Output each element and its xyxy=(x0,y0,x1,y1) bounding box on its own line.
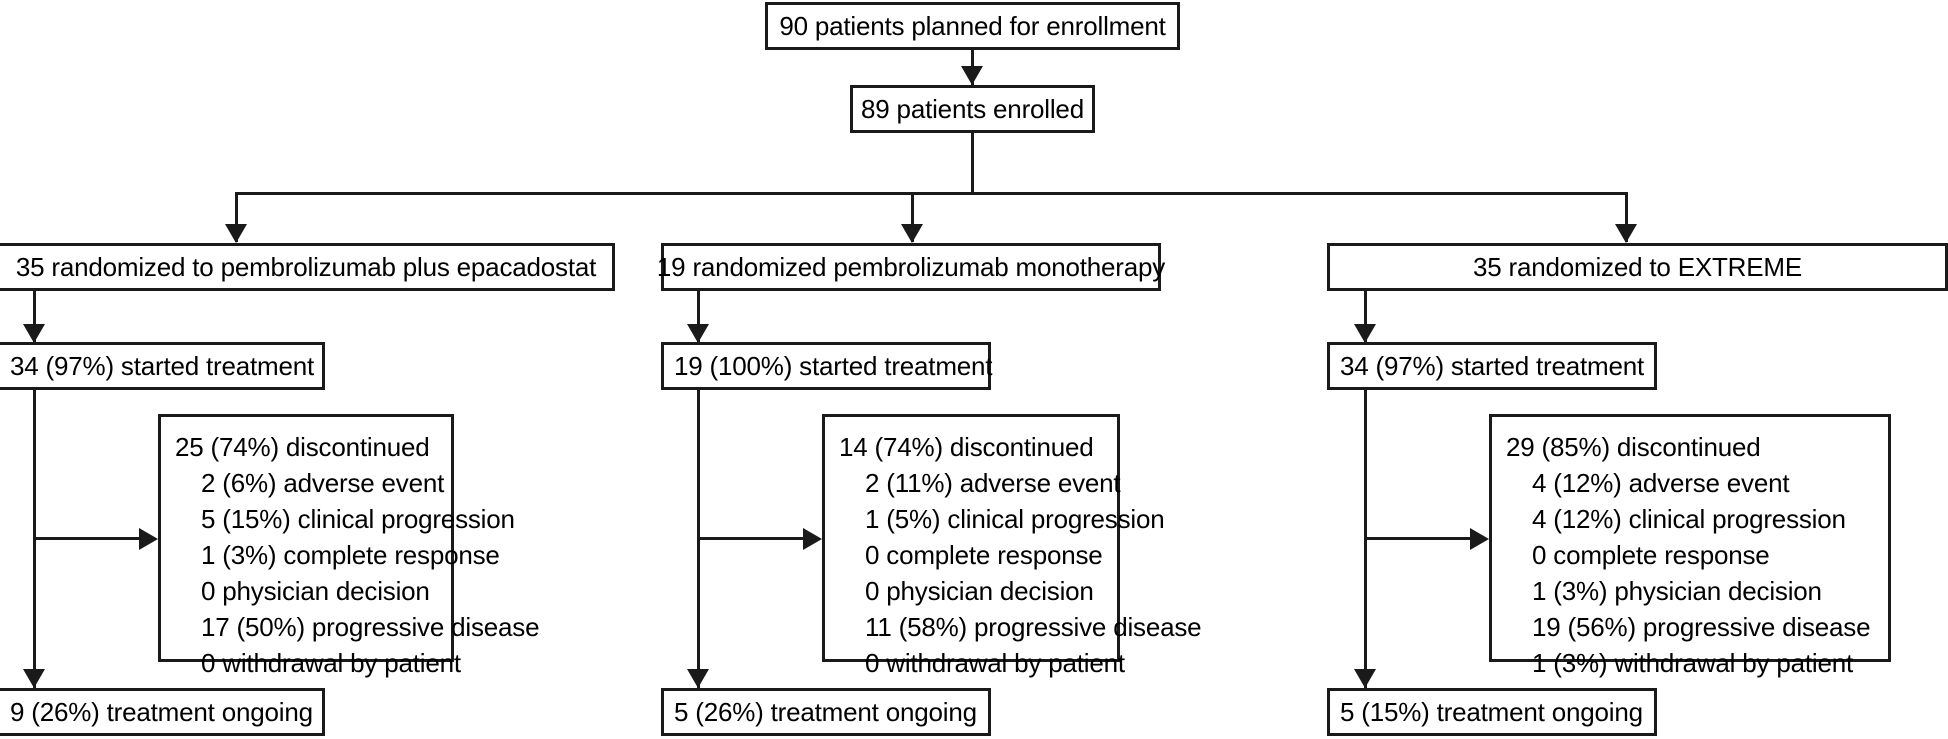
connector-arm1-started-stem xyxy=(33,390,36,690)
arm1-discontinued-header: 25 (74%) discontinued xyxy=(175,432,430,462)
box-arm3-treatment-ongoing: 5 (15%) treatment ongoing xyxy=(1327,688,1657,736)
arrowhead-arm3-to-ongoing xyxy=(1354,669,1376,688)
connector-arm3-randomized-to-started xyxy=(1364,291,1367,343)
arm2-reason-complete-response: 0 complete response xyxy=(865,540,1103,570)
connector-arm2-randomized-to-started xyxy=(697,291,700,343)
box-arm3-treatment-ongoing-label: 5 (15%) treatment ongoing xyxy=(1340,696,1643,727)
connector-arm3-to-discontinued xyxy=(1364,537,1471,540)
arrowhead-arm1-to-ongoing xyxy=(23,669,45,688)
box-arm2-randomized: 19 randomized pembrolizumab monotherapy xyxy=(657,243,1165,291)
arm2-reason-withdrawal-by-patient: 0 withdrawal by patient xyxy=(865,648,1125,678)
arm2-reason-progressive-disease: 11 (58%) progressive disease xyxy=(865,612,1202,642)
box-patients-enrolled-label: 89 patients enrolled xyxy=(861,93,1084,124)
connector-arm1-to-discontinued xyxy=(33,537,140,540)
arrowhead-arm2-to-discontinued xyxy=(803,528,822,550)
arm3-reason-progressive-disease: 19 (56%) progressive disease xyxy=(1532,612,1871,642)
box-arm3-started-treatment-label: 34 (97%) started treatment xyxy=(1340,350,1645,381)
box-arm2-treatment-ongoing: 5 (26%) treatment ongoing xyxy=(661,688,991,736)
connector-arm2-to-discontinued xyxy=(697,537,804,540)
box-arm1-discontinued: 25 (74%) discontinued 2 (6%) adverse eve… xyxy=(158,414,540,678)
arm2-reason-clinical-progression: 1 (5%) clinical progression xyxy=(865,504,1165,534)
box-arm2-randomized-label: 19 randomized pembrolizumab monotherapy xyxy=(656,251,1166,282)
arrowhead-arm2-randomized-to-started xyxy=(687,324,709,343)
connector-randomization-bus xyxy=(235,192,1628,195)
arrowhead-arm3-randomized-to-started xyxy=(1354,324,1376,343)
box-arm2-started-treatment: 19 (100%) started treatment xyxy=(661,342,993,390)
connector-arm2-started-stem xyxy=(697,390,700,690)
box-arm3-randomized-label: 35 randomized to EXTREME xyxy=(1472,251,1802,282)
arrowhead-bus-to-arm2 xyxy=(901,224,923,243)
arm1-reason-withdrawal-by-patient: 0 withdrawal by patient xyxy=(201,648,461,678)
connector-bus-to-arm2 xyxy=(911,192,914,242)
box-arm1-randomized-label: 35 randomized to pembrolizumab plus epac… xyxy=(15,251,597,282)
arm3-reason-withdrawal-by-patient: 1 (3%) withdrawal by patient xyxy=(1532,648,1853,678)
arrowhead-arm1-randomized-to-started xyxy=(23,324,45,343)
arm3-reason-physician-decision: 1 (3%) physician decision xyxy=(1532,576,1822,606)
box-patients-enrolled: 89 patients enrolled xyxy=(850,85,1095,133)
box-arm1-treatment-ongoing: 9 (26%) treatment ongoing xyxy=(0,688,325,736)
connector-enrolled-stem xyxy=(971,133,974,195)
arrowhead-planned-to-enrolled xyxy=(961,66,983,85)
box-arm2-treatment-ongoing-label: 5 (26%) treatment ongoing xyxy=(674,696,977,727)
arm1-reason-clinical-progression: 5 (15%) clinical progression xyxy=(201,504,515,534)
box-arm1-treatment-ongoing-label: 9 (26%) treatment ongoing xyxy=(10,696,313,727)
arm1-reason-progressive-disease: 17 (50%) progressive disease xyxy=(201,612,540,642)
arm2-reason-adverse-event: 2 (11%) adverse event xyxy=(865,468,1121,498)
box-patients-planned: 90 patients planned for enrollment xyxy=(765,2,1180,50)
connector-arm3-started-stem xyxy=(1364,390,1367,690)
arrowhead-bus-to-arm3 xyxy=(1615,224,1637,243)
connector-arm1-randomized-to-started xyxy=(33,291,36,343)
arm3-reason-complete-response: 0 complete response xyxy=(1532,540,1770,570)
connector-bus-to-arm3 xyxy=(1625,192,1628,242)
arm2-reason-physician-decision: 0 physician decision xyxy=(865,576,1094,606)
box-arm3-started-treatment: 34 (97%) started treatment xyxy=(1327,342,1657,390)
arrowhead-arm1-to-discontinued xyxy=(139,528,158,550)
box-arm3-randomized: 35 randomized to EXTREME xyxy=(1327,243,1948,291)
arm1-reason-physician-decision: 0 physician decision xyxy=(201,576,430,606)
arrowhead-arm2-to-ongoing xyxy=(687,669,709,688)
box-arm1-randomized: 35 randomized to pembrolizumab plus epac… xyxy=(0,243,615,291)
arrowhead-bus-to-arm1 xyxy=(225,224,247,243)
connector-bus-to-arm1 xyxy=(235,192,238,242)
arm3-discontinued-header: 29 (85%) discontinued xyxy=(1506,432,1761,462)
arm1-reason-complete-response: 1 (3%) complete response xyxy=(201,540,500,570)
box-patients-planned-label: 90 patients planned for enrollment xyxy=(779,10,1166,41)
arm1-reason-adverse-event: 2 (6%) adverse event xyxy=(201,468,445,498)
box-arm1-started-treatment: 34 (97%) started treatment xyxy=(0,342,325,390)
box-arm2-discontinued: 14 (74%) discontinued 2 (11%) adverse ev… xyxy=(822,414,1202,678)
arm3-reason-clinical-progression: 4 (12%) clinical progression xyxy=(1532,504,1846,534)
arrowhead-arm3-to-discontinued xyxy=(1470,528,1489,550)
box-arm2-started-treatment-label: 19 (100%) started treatment xyxy=(674,350,993,381)
arm2-discontinued-header: 14 (74%) discontinued xyxy=(839,432,1094,462)
box-arm1-started-treatment-label: 34 (97%) started treatment xyxy=(10,350,315,381)
arm3-reason-adverse-event: 4 (12%) adverse event xyxy=(1532,468,1790,498)
box-arm3-discontinued: 29 (85%) discontinued 4 (12%) adverse ev… xyxy=(1489,414,1891,678)
